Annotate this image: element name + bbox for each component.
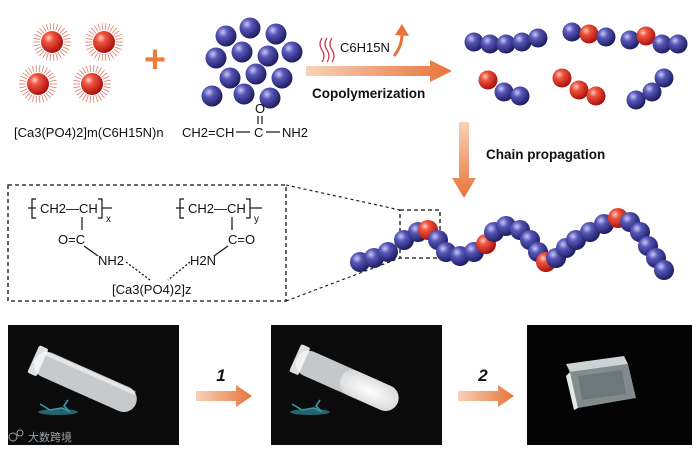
red-bead <box>579 24 599 44</box>
left-carbonyl: O=C <box>58 232 85 247</box>
acrylamide-vinyl: CH2=CH <box>182 125 234 140</box>
step2-arrow <box>458 385 514 407</box>
acrylamide-structure: CH2=CH C O NH2 <box>182 101 308 140</box>
blue-bead <box>668 34 688 54</box>
polymer-structure-box: CH2—CH x O=C NH2 CH2—CH y C=O H2N [Ca3(P… <box>7 184 287 302</box>
photo-tube-gel <box>271 325 442 445</box>
blue-bead <box>528 28 548 48</box>
monomer-bead <box>257 45 279 67</box>
step1-arrow <box>196 385 252 407</box>
step1-label: 1 <box>216 366 225 385</box>
acrylamide-monomer-cluster <box>201 17 303 109</box>
calcium-phosphate-core: [Ca3(PO4)2]z <box>112 282 191 297</box>
watermark-text: 大数跨境 <box>28 430 72 444</box>
acrylamide-oxygen: O <box>255 101 265 116</box>
monomer-bead <box>239 17 261 39</box>
left-subscript: x <box>106 214 111 225</box>
polymer-chain <box>350 208 674 280</box>
nanoparticle <box>33 23 71 61</box>
copolymerization-arrow <box>306 60 452 82</box>
chain-propagation-label: Chain propagation <box>486 147 605 162</box>
right-backbone: CH2—CH <box>188 201 246 216</box>
blue-bead <box>626 90 646 110</box>
watermark: 大数跨境 <box>8 429 72 444</box>
monomer-bead <box>233 83 255 105</box>
monomer-bead <box>215 25 237 47</box>
blue-bead <box>510 86 530 106</box>
red-bead <box>552 68 572 88</box>
blue-bead <box>620 30 640 50</box>
copolymer-fragments <box>464 22 688 110</box>
reactant-formula: [Ca3(PO4)2]m(C6H15N)n <box>14 125 164 140</box>
photo-tube-liquid <box>8 325 179 445</box>
red-bead <box>478 70 498 90</box>
nanoparticle <box>19 65 57 103</box>
blue-bead <box>464 32 484 52</box>
heat-icon <box>319 37 335 63</box>
blue-bead <box>378 242 398 262</box>
blue-bead <box>494 82 514 102</box>
monomer-bead <box>231 41 253 63</box>
acrylamide-amine: NH2 <box>282 125 308 140</box>
catalyst-label: C6H15N <box>340 40 390 55</box>
nanoparticle-core <box>93 31 115 53</box>
step2-label: 2 <box>477 366 488 385</box>
blue-bead <box>654 68 674 88</box>
nanoparticle-core <box>27 73 49 95</box>
chain-propagation-arrow <box>452 122 476 198</box>
blue-bead <box>562 22 582 42</box>
nanoparticle-core <box>81 73 103 95</box>
red-bead <box>636 26 656 46</box>
zoom-indicator <box>285 184 441 302</box>
nanoparticle <box>85 23 123 61</box>
blue-bead <box>596 27 616 47</box>
red-bead <box>569 80 589 100</box>
blue-bead <box>496 34 516 54</box>
right-carbonyl: C=O <box>228 232 255 247</box>
monomer-bead <box>271 67 293 89</box>
red-bead <box>586 86 606 106</box>
blue-bead <box>480 34 500 54</box>
monomer-bead <box>201 85 223 107</box>
copolymerization-label: Copolymerization <box>312 86 425 101</box>
blue-bead <box>642 82 662 102</box>
blue-bead <box>652 34 672 54</box>
monomer-bead <box>265 23 287 45</box>
blue-bead <box>654 260 674 280</box>
left-amine: NH2 <box>98 253 124 268</box>
blue-bead <box>512 32 532 52</box>
plus-sign: + <box>144 39 166 81</box>
monomer-bead <box>219 67 241 89</box>
left-backbone: CH2—CH <box>40 201 98 216</box>
acrylamide-carbon: C <box>254 125 263 140</box>
release-arrow-icon <box>392 24 409 57</box>
monomer-bead <box>245 63 267 85</box>
photo-dried-block <box>527 325 692 445</box>
monomer-bead <box>205 47 227 69</box>
monomer-bead <box>259 87 281 109</box>
right-subscript: y <box>254 214 259 225</box>
monomer-bead <box>281 41 303 63</box>
nanoparticle-core <box>41 31 63 53</box>
right-amine: H2N <box>190 253 216 268</box>
calcium-phosphate-nanoparticles <box>19 23 123 103</box>
nanoparticle <box>73 65 111 103</box>
